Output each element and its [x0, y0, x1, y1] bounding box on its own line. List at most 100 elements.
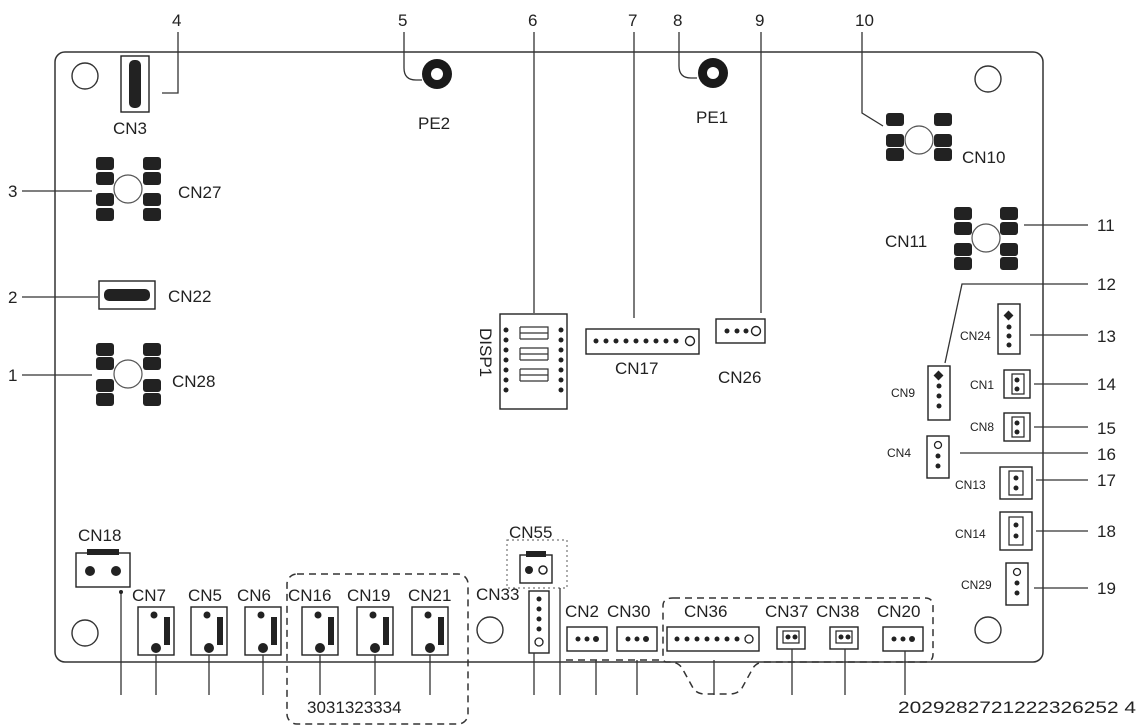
cn11-pad [954, 207, 972, 220]
cn17-housing [585, 328, 700, 355]
callout-8: 8 [673, 11, 682, 30]
disp1-pin [558, 377, 564, 383]
cn8-housing [1003, 412, 1031, 442]
callout-7: 7 [628, 11, 637, 30]
cn17-pin [633, 338, 639, 344]
cn28-pad [143, 379, 161, 392]
cn27-pad [143, 172, 161, 185]
cn8-pin [1014, 429, 1020, 435]
pe1-hole [707, 67, 719, 79]
leader-line [944, 283, 1088, 364]
cn24-label: CN24 [960, 329, 991, 343]
cn36-label: CN36 [684, 602, 727, 621]
cn33-pin [536, 606, 542, 612]
cn55-pin [525, 566, 533, 574]
cn28-pad [143, 343, 161, 356]
cn8-latch [1011, 416, 1025, 438]
cn17-pin1 [684, 335, 696, 347]
cn33-pin [536, 596, 542, 602]
mounting-hole [974, 616, 1002, 644]
connector-cn29: CN29 [961, 562, 1029, 606]
cn4-pin [935, 453, 941, 459]
cn17-pin [643, 338, 649, 344]
cn8-label: CN8 [970, 420, 994, 434]
callout-9: 9 [755, 11, 764, 30]
cn2-pin [584, 636, 590, 642]
switch-cn28: CN28 [96, 343, 215, 406]
cn8-pin [1014, 420, 1020, 426]
connector-cn8: CN8 [970, 412, 1031, 442]
connector-cn9: CN9 [891, 365, 951, 421]
cn7-label: CN7 [132, 586, 166, 605]
cn20-label: CN20 [877, 602, 920, 621]
disp1-pin [503, 347, 509, 353]
cn37-pin [792, 634, 798, 640]
cn24-pin [1006, 342, 1012, 348]
cn33-pin [536, 616, 542, 622]
cn1-housing [1003, 369, 1031, 399]
cn11-button [971, 223, 1001, 253]
cn29-pin1 [1012, 567, 1022, 577]
callout-3: 3 [8, 182, 17, 201]
cn30-pin [634, 636, 640, 642]
cn26-pin1 [750, 325, 762, 337]
cn36-pin [724, 636, 730, 642]
group-box-right [662, 597, 934, 695]
cn26-pin [734, 328, 740, 334]
group-box-left [286, 573, 469, 725]
callout-1: 1 [8, 366, 17, 385]
cn21-label: CN21 [408, 586, 451, 605]
cn28-pad [96, 343, 114, 356]
callout-12: 12 [1097, 275, 1116, 294]
disp1-pin [503, 367, 509, 373]
cn24-pin [1006, 324, 1012, 330]
cn18-pin [111, 566, 121, 576]
mounting-hole [71, 62, 99, 90]
pe2-label: PE2 [418, 114, 450, 133]
cn29-label: CN29 [961, 578, 992, 592]
cn10-pad [886, 148, 904, 161]
cn6-pin [257, 611, 265, 619]
disp1-label: DISP1 [476, 328, 495, 377]
disp1-pin [558, 347, 564, 353]
cn36-pin [694, 636, 700, 642]
cn27-pad [96, 208, 114, 221]
cn17-pin [603, 338, 609, 344]
cn26-label: CN26 [718, 368, 761, 387]
cn16-label: CN16 [288, 586, 331, 605]
disp1-pin [558, 357, 564, 363]
connector-cn26: CN26 [715, 318, 766, 387]
cn37-housing [776, 626, 806, 650]
cn26-housing [715, 318, 766, 344]
connector-cn24: CN24 [960, 303, 1021, 355]
cn5-tab [217, 617, 223, 645]
cn30-pin [643, 636, 649, 642]
callout-4: 4 [172, 11, 181, 30]
switch-cn27: CN27 [96, 157, 221, 221]
callout-14: 14 [1097, 375, 1116, 394]
leader-line [861, 32, 884, 127]
connector-cn13: CN13 [955, 466, 1033, 500]
connector-cn2: CN2 [565, 602, 609, 661]
cn55-tab [526, 551, 546, 557]
cn33-housing [528, 590, 550, 654]
cn10-pad [934, 148, 952, 161]
cn9-pin [936, 383, 942, 389]
callout-10: 10 [855, 11, 874, 30]
disp1-pin [503, 387, 509, 393]
connector-cn18: CN18 [75, 526, 131, 588]
connector-cn17: CN17 [585, 328, 700, 378]
cn22-pin [104, 289, 150, 301]
cn11-pad [954, 243, 972, 256]
cn17-pin [673, 338, 679, 344]
cn11-pad [1000, 243, 1018, 256]
cn22-label: CN22 [168, 287, 211, 306]
leader-line [403, 32, 422, 81]
cn4-pin1 [933, 440, 943, 450]
leader-line [678, 32, 697, 79]
connector-cn38: CN38 [816, 602, 859, 650]
cn17-pin [613, 338, 619, 344]
connector-cn5: CN5 [188, 586, 228, 656]
cn24-pin [1006, 333, 1012, 339]
